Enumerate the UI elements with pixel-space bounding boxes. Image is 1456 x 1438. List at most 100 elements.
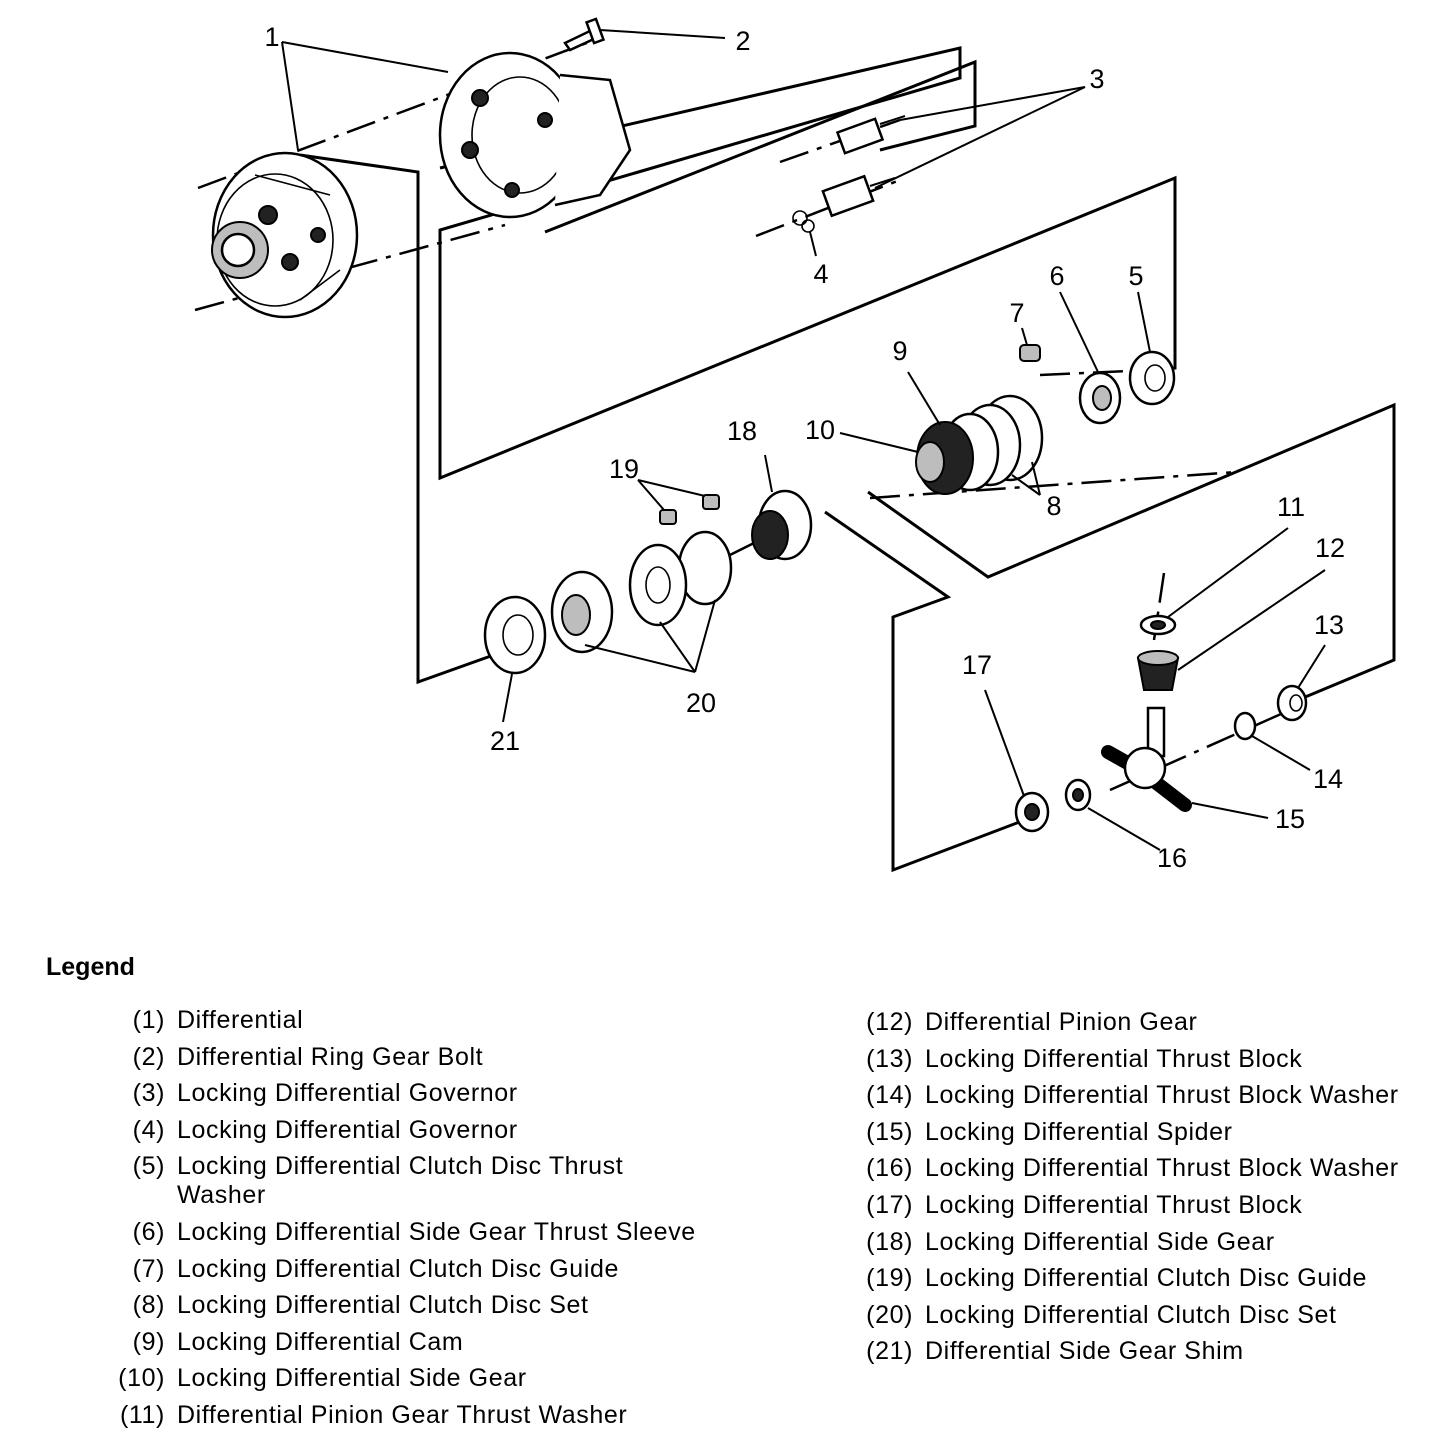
legend-item-label: Differential <box>177 1006 304 1034</box>
pinion-thrust-washer <box>1139 614 1177 636</box>
legend-item-number: (5) <box>132 1152 165 1181</box>
legend-item: (19) Locking Differential Clutch Disc Gui… <box>836 1264 1446 1293</box>
callout-8: 8 <box>1046 491 1061 521</box>
callout-6: 6 <box>1049 261 1064 291</box>
legend-item-label: Locking Differential Thrust Block <box>925 1044 1303 1073</box>
callout-1: 1 <box>264 22 279 52</box>
clutch-disc-guide <box>1019 344 1041 362</box>
legend-item: (9) Locking Differential Cam <box>88 1328 778 1357</box>
legend-item: (14) Locking Differential Thrust Block Wa… <box>836 1081 1446 1110</box>
legend-item-label: Locking Differential Thrust Block Washer <box>925 1154 1399 1183</box>
governor-lower <box>821 174 896 218</box>
legend-item-label: Locking Differential Cam <box>177 1327 464 1356</box>
legend-item-number: (3) <box>132 1079 165 1108</box>
legend-item-number: (20) <box>866 1300 913 1329</box>
legend-item-number: (11) <box>119 1400 165 1429</box>
legend-item-label: Locking Differential Clutch Disc Guide <box>177 1254 619 1283</box>
legend-item-number: (19) <box>866 1264 913 1293</box>
thrust-sleeve <box>1078 371 1122 425</box>
pinion-gear <box>1136 650 1180 691</box>
legend-item: (13) Locking Differential Thrust Block <box>836 1045 1446 1074</box>
thrust-block-washer-left <box>1064 778 1092 812</box>
callout-14: 14 <box>1313 764 1343 794</box>
legend-item-label: Locking Differential Clutch Disc Set <box>925 1300 1337 1329</box>
legend-item-label: Locking Differential Side Gear Thrust Sl… <box>177 1217 696 1246</box>
legend-item-label: Differential Side Gear Shim <box>925 1337 1244 1366</box>
callout-5: 5 <box>1128 261 1143 291</box>
callout-15: 15 <box>1275 804 1305 834</box>
cam-and-disc-set <box>915 394 1044 495</box>
legend-item-label: Locking Differential Governor <box>177 1079 518 1108</box>
callout-3: 3 <box>1089 64 1104 94</box>
legend-item-number: (7) <box>132 1254 165 1283</box>
legend-item-number: (9) <box>132 1327 165 1356</box>
legend-item-number: (14) <box>866 1081 913 1110</box>
callout-18: 18 <box>727 416 757 446</box>
governor-upper <box>835 115 906 155</box>
callout-10: 10 <box>805 415 835 445</box>
thrust-block-washer-right <box>1233 711 1257 741</box>
thrust-block-left <box>1014 791 1050 833</box>
legend-item: (11) Differential Pinion Gear Thrust Wash… <box>88 1401 778 1430</box>
legend-item: (5) Locking Differential Clutch Disc Thru… <box>88 1152 778 1210</box>
legend-item: (6) Locking Differential Side Gear Thrust… <box>88 1218 778 1247</box>
legend-item-number: (6) <box>132 1217 165 1246</box>
legend-item-number: (15) <box>866 1117 913 1146</box>
legend-item: (10)Locking Differential Side Gear <box>88 1364 778 1393</box>
governor-spring <box>792 210 815 233</box>
legend-item-number: (18) <box>866 1227 913 1256</box>
differential-case-rear <box>438 51 632 219</box>
callout-4: 4 <box>813 259 828 289</box>
legend-item: (3) Locking Differential Governor <box>88 1079 778 1108</box>
callout-17: 17 <box>962 650 992 680</box>
callout-13: 13 <box>1314 610 1344 640</box>
legend-item: (4) Locking Differential Governor <box>88 1116 778 1145</box>
assembly-axes <box>194 36 1291 792</box>
legend-item-number: (4) <box>132 1115 165 1144</box>
legend-item-number: (10) <box>118 1364 165 1393</box>
legend-item: (8)Locking Differential Clutch Disc Set <box>88 1291 778 1320</box>
legend-item-label: Differential Ring Gear Bolt <box>177 1042 484 1071</box>
legend-item-label: Locking Differential Clutch Disc Guide <box>925 1264 1367 1293</box>
clutch-disc-guides-left <box>659 494 720 525</box>
legend-column-right: (12)Differential Pinion Gear (13) Locking… <box>836 1008 1446 1374</box>
leader-lines <box>281 29 1326 851</box>
legend-column-left: (1)Differential (2)Differential Ring Gea… <box>88 1006 778 1438</box>
legend-item-number: (21) <box>866 1337 913 1366</box>
legend-item-number: (16) <box>866 1154 913 1183</box>
legend-item: (16) Locking Differential Thrust Block Wa… <box>836 1154 1446 1183</box>
callout-16: 16 <box>1157 843 1187 873</box>
thrust-washer <box>1128 350 1176 406</box>
callout-20: 20 <box>686 688 716 718</box>
legend-item-label: Locking Differential Thrust Block <box>925 1190 1303 1219</box>
side-gear-left <box>751 489 813 561</box>
legend-item: (1) Differential <box>88 1006 778 1035</box>
legend-item-label: Locking Differential Thrust Block Washer <box>925 1081 1399 1110</box>
legend-item-label: Locking Differential Clutch Disc Thrust … <box>177 1152 624 1210</box>
legend-item-label: Locking Differential Spider <box>925 1117 1233 1146</box>
legend-item-number: (13) <box>866 1044 913 1073</box>
legend-item-number: (12) <box>866 1008 913 1036</box>
legend-item: (12)Differential Pinion Gear <box>836 1008 1446 1037</box>
legend-item-label: Locking Differential Clutch Disc Set <box>177 1291 589 1320</box>
callout-12: 12 <box>1315 533 1345 563</box>
clutch-disc-set-left <box>550 530 733 654</box>
legend-item-number: (1) <box>132 1006 165 1034</box>
legend-item-label: Locking Differential Side Gear <box>925 1227 1275 1256</box>
side-gear-shim <box>483 595 547 675</box>
differential-case-front <box>211 151 359 319</box>
callout-2: 2 <box>735 26 750 56</box>
callout-21: 21 <box>490 726 520 756</box>
connection-frames <box>299 46 1396 873</box>
legend-item-label: Differential Pinion Gear Thrust Washer <box>177 1400 628 1429</box>
legend-item-number: (17) <box>866 1190 913 1219</box>
callout-labels: 1 2 3 4 5 6 7 8 9 10 11 12 13 14 15 16 1… <box>264 22 1345 873</box>
callout-11: 11 <box>1277 492 1305 522</box>
spider <box>1101 706 1192 812</box>
legend-item: (18) Locking Differential Side Gear <box>836 1228 1446 1257</box>
legend-item-label: Locking Differential Governor <box>177 1115 518 1144</box>
thrust-block-right <box>1276 684 1308 722</box>
callout-9: 9 <box>892 336 907 366</box>
legend-item: (15) Locking Differential Spider <box>836 1118 1446 1147</box>
legend-item: (17) Locking Differential Thrust Block <box>836 1191 1446 1220</box>
